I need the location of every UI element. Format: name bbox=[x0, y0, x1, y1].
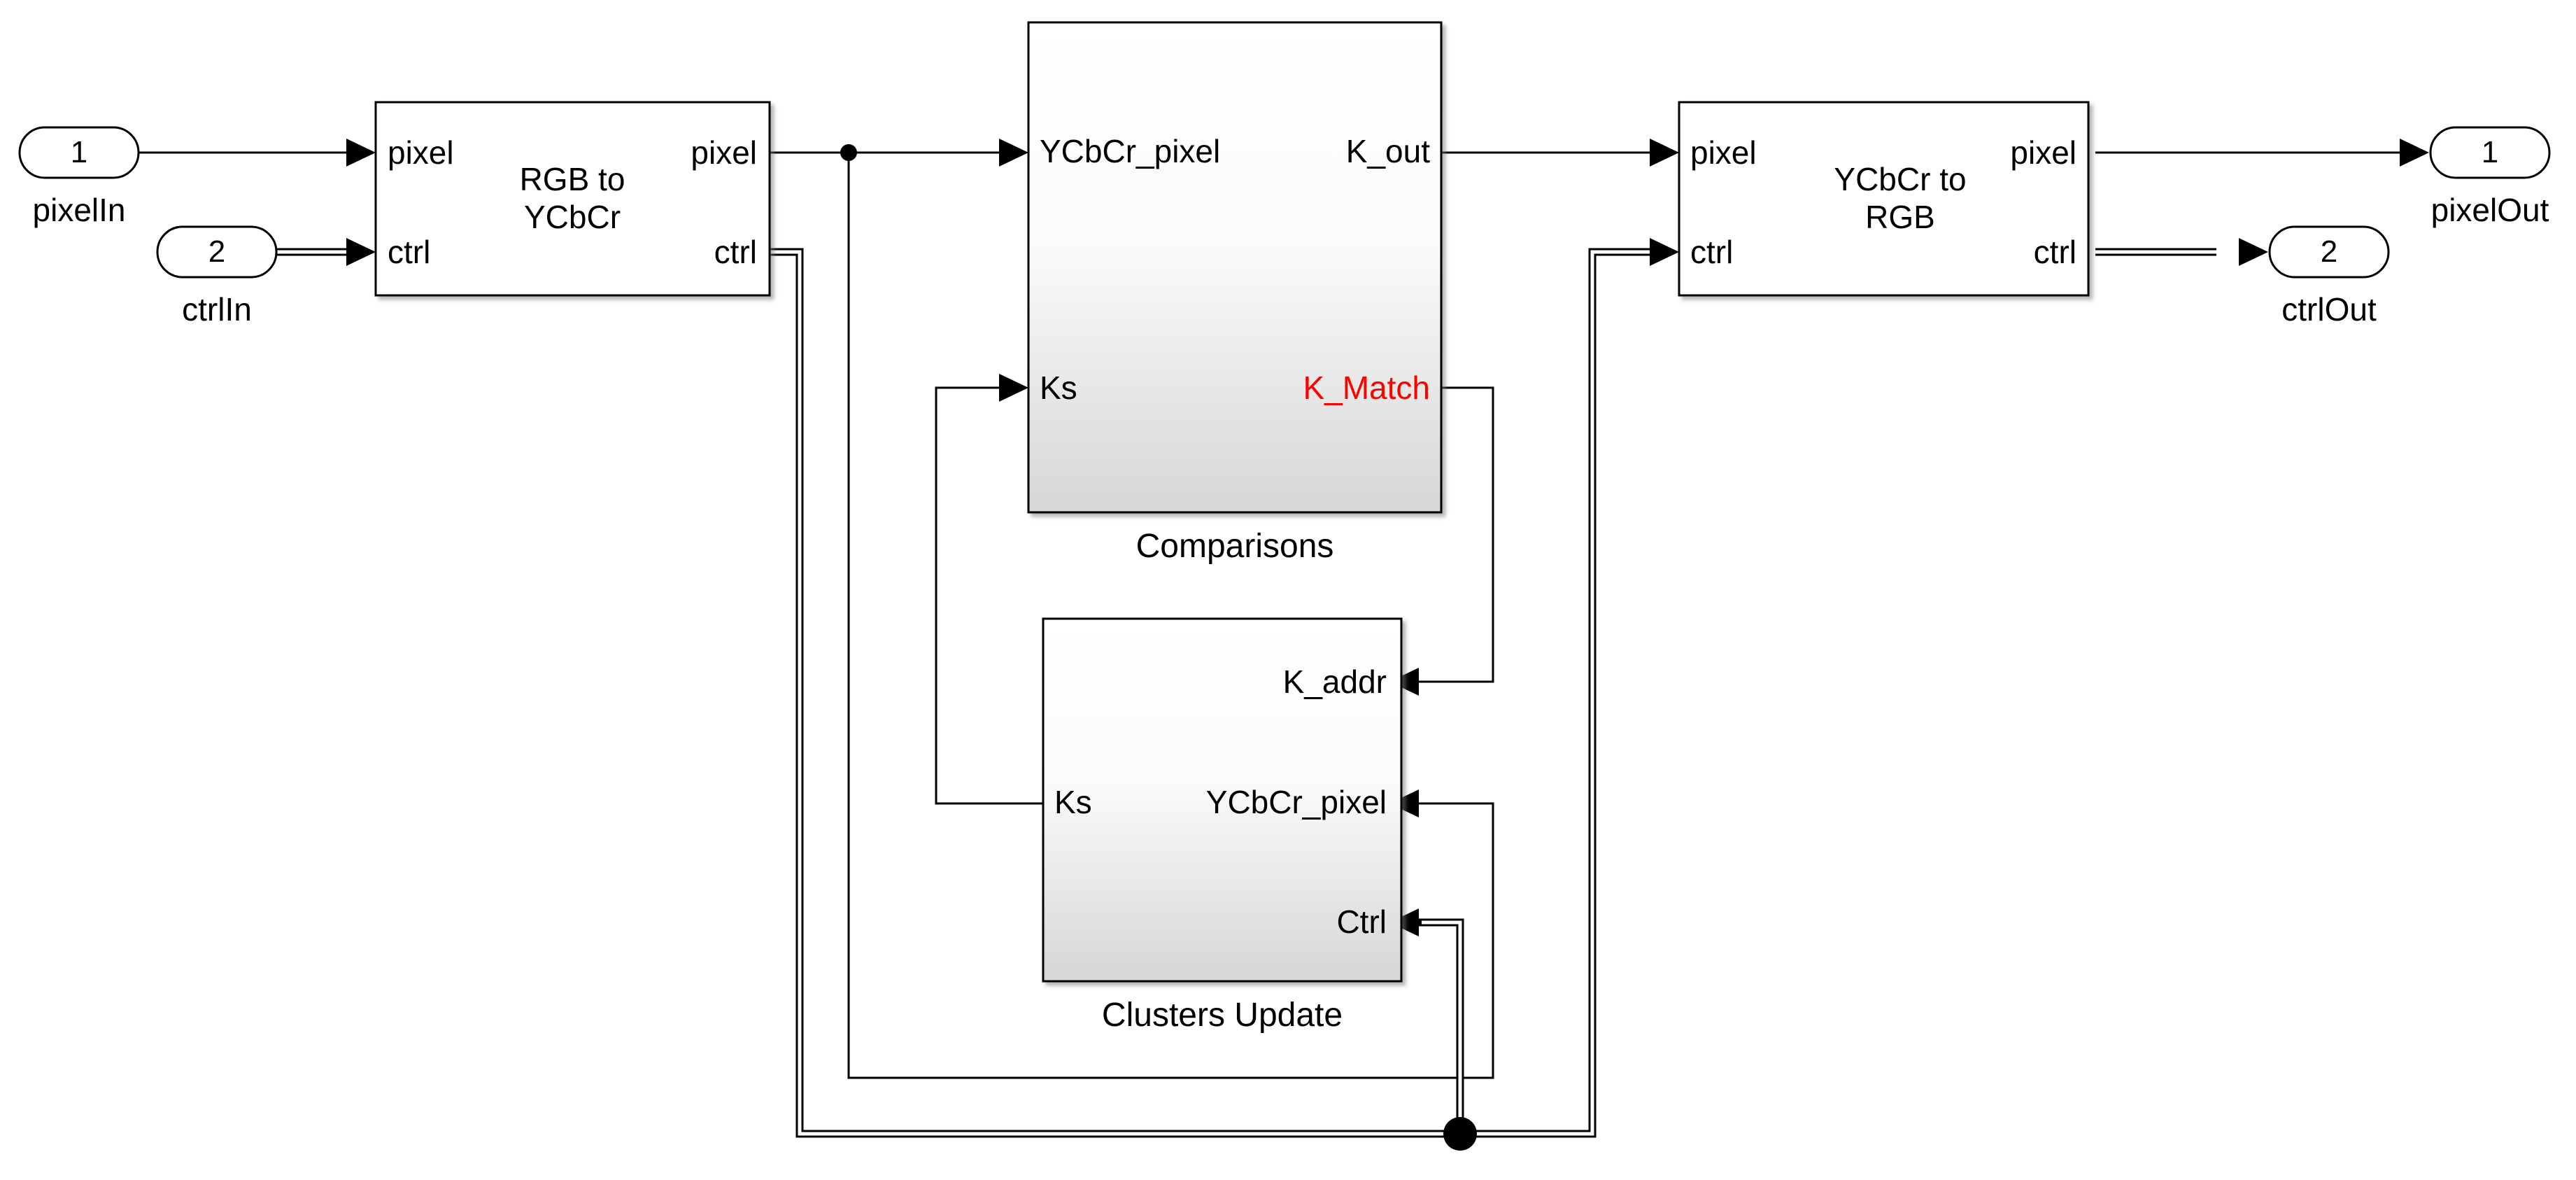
wire-kmatch-to-kaddr[interactable] bbox=[1419, 386, 1494, 683]
clusters-update-out-ks-label: Ks bbox=[1054, 784, 1092, 820]
rgb-to-ycbcr-in-pixel-label: pixel bbox=[388, 134, 454, 171]
inport-ctrlin-label: ctrlIn bbox=[182, 291, 252, 328]
arrowheads bbox=[346, 139, 2429, 936]
comparisons-out-k-label: K_out bbox=[1346, 133, 1430, 169]
ycbcr-to-rgb-title-line2: RGB bbox=[1865, 199, 1935, 235]
inport-ctrlin-number: 2 bbox=[208, 234, 225, 269]
block-rgb-to-ycbcr[interactable]: RGB to YCbCr pixel ctrl pixel ctrl bbox=[374, 101, 771, 297]
rgb-to-ycbcr-out-ctrl-label: ctrl bbox=[714, 234, 757, 270]
block-ycbcr-to-rgb[interactable]: YCbCr to RGB pixel ctrl pixel ctrl bbox=[1678, 101, 2090, 297]
inport-pixelin-number: 1 bbox=[71, 135, 87, 169]
rgb-to-ycbcr-title-line2: YCbCr bbox=[524, 199, 621, 235]
branch-point-pixel bbox=[840, 144, 857, 161]
wire-branch-to-clusters-ycbcr[interactable] bbox=[847, 153, 1494, 1079]
outport-ctrlout-label: ctrlOut bbox=[2281, 291, 2377, 328]
rgb-to-ycbcr-out-pixel-label: pixel bbox=[691, 134, 757, 171]
ycbcr-to-rgb-title-line1: YCbCr to bbox=[1834, 161, 1966, 197]
outport-ctrlout[interactable]: 2 ctrlOut bbox=[2268, 225, 2390, 328]
block-comparisons[interactable]: YCbCr_pixel Ks K_out K_Match Comparisons bbox=[1027, 21, 1443, 565]
ycbcr-to-rgb-in-pixel-label: pixel bbox=[1690, 134, 1757, 171]
wire-clusters-ks-to-comparisons-ks[interactable] bbox=[935, 386, 1043, 805]
ycbcr-to-rgb-out-pixel-label: pixel bbox=[2010, 134, 2076, 171]
ycbcr-to-rgb-out-ctrl-label: ctrl bbox=[2034, 234, 2076, 270]
block-clusters-update[interactable]: K_addr YCbCr_pixel Ctrl Ks Clusters Upda… bbox=[1042, 617, 1403, 1034]
comparisons-block-name: Comparisons bbox=[1136, 528, 1334, 565]
clusters-update-in-ctrl-label: Ctrl bbox=[1336, 904, 1387, 940]
inport-pixelin[interactable]: 1 pixelIn bbox=[18, 126, 140, 228]
inport-pixelin-label: pixelIn bbox=[33, 192, 126, 228]
bus-lines bbox=[276, 248, 2216, 1138]
outport-pixelout[interactable]: 1 pixelOut bbox=[2429, 126, 2551, 228]
comparisons-in-ks-label: Ks bbox=[1040, 370, 1077, 406]
outport-pixelout-number: 1 bbox=[2482, 135, 2498, 169]
clusters-update-block-name: Clusters Update bbox=[1102, 997, 1343, 1034]
comparisons-out-kmatch-label: K_Match bbox=[1303, 370, 1430, 406]
clusters-update-in-ycbcr-label: YCbCr_pixel bbox=[1206, 784, 1387, 820]
comparisons-in-ycbcr-label: YCbCr_pixel bbox=[1040, 133, 1220, 169]
inport-ctrlin[interactable]: 2 ctrlIn bbox=[156, 225, 278, 328]
signal-lines bbox=[139, 151, 2400, 1079]
ycbcr-to-rgb-in-ctrl-label: ctrl bbox=[1690, 234, 1733, 270]
clusters-update-in-kaddr-label: K_addr bbox=[1283, 663, 1387, 700]
rgb-to-ycbcr-in-ctrl-label: ctrl bbox=[388, 234, 430, 270]
rgb-to-ycbcr-title-line1: RGB to bbox=[520, 161, 625, 197]
outport-pixelout-label: pixelOut bbox=[2431, 192, 2549, 228]
outport-ctrlout-number: 2 bbox=[2321, 234, 2337, 269]
branch-point-ctrl bbox=[1443, 1117, 1477, 1151]
